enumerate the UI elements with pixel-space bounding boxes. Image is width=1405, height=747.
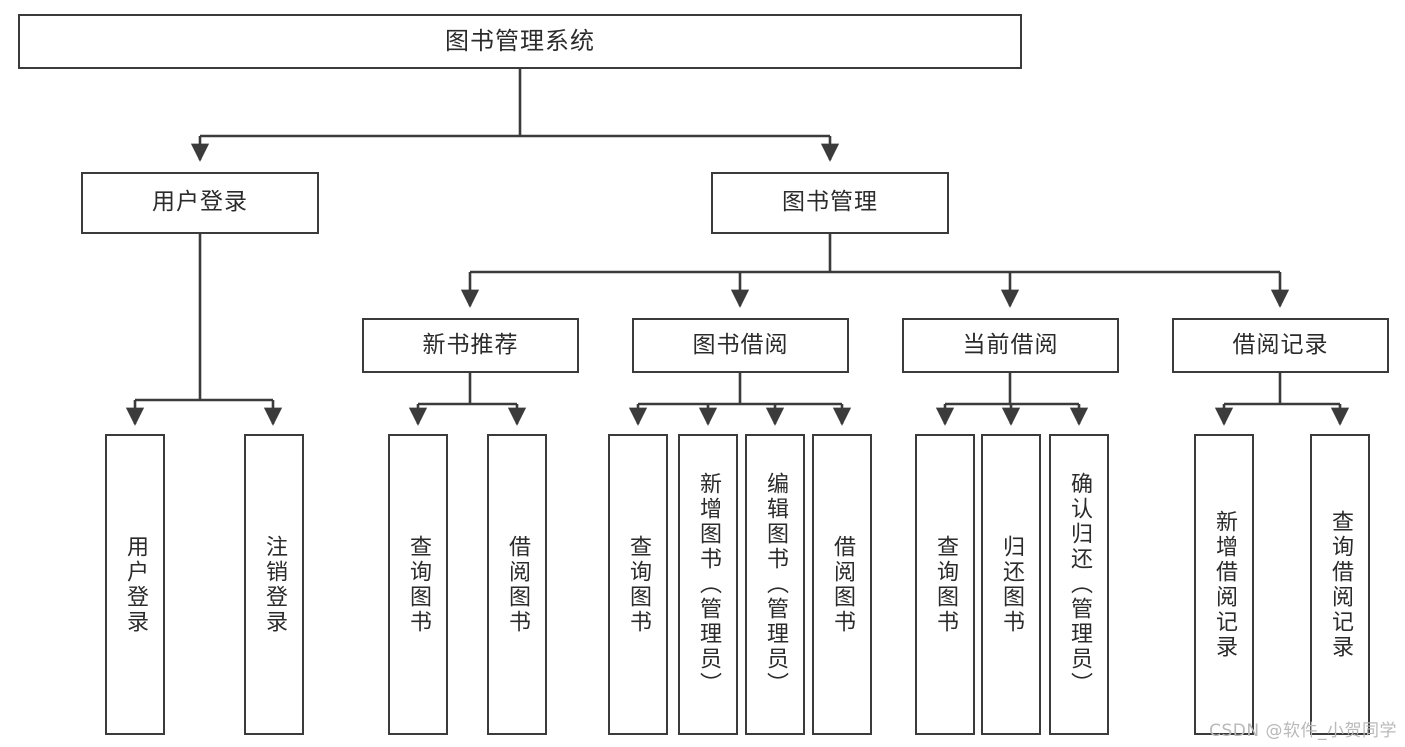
node-label: 编辑图书（管理员） (763, 472, 788, 697)
node-borrow-record[interactable]: 借阅记录 (1172, 318, 1389, 373)
node-label: 图书借阅 (692, 331, 789, 358)
node-label: 图书管理系统 (445, 27, 595, 56)
leaf-borrow-book[interactable]: 借阅图书 (812, 434, 872, 735)
node-label: 借阅图书 (505, 534, 530, 635)
node-label: 归还图书 (999, 534, 1024, 635)
node-label: 新增图书（管理员） (696, 472, 721, 697)
leaf-confirm-return-admin[interactable]: 确认归还（管理员） (1049, 434, 1109, 735)
watermark: CSDN @软件_小贺同学 (1209, 721, 1397, 741)
leaf-add-book-admin[interactable]: 新增图书（管理员） (678, 434, 738, 735)
leaf-user-login[interactable]: 用户登录 (105, 434, 165, 735)
node-label: 查询图书 (933, 534, 958, 635)
node-book-borrow[interactable]: 图书借阅 (632, 318, 849, 373)
node-user-login[interactable]: 用户登录 (81, 172, 319, 234)
node-label: 新书推荐 (422, 331, 519, 358)
leaf-query-book-recommendation[interactable]: 查询图书 (388, 434, 448, 735)
node-label: 查询借阅记录 (1328, 509, 1353, 660)
node-book-management[interactable]: 图书管理 (711, 172, 949, 234)
leaf-query-borrow-record[interactable]: 查询借阅记录 (1310, 434, 1370, 735)
leaf-borrow-book-recommendation[interactable]: 借阅图书 (487, 434, 547, 735)
node-label: 注销登录 (262, 534, 287, 635)
node-root[interactable]: 图书管理系统 (18, 14, 1022, 69)
node-label: 图书管理 (782, 189, 878, 216)
node-label: 查询图书 (406, 534, 431, 635)
node-label: 新增借阅记录 (1212, 509, 1237, 660)
node-label: 查询图书 (626, 534, 651, 635)
leaf-logout[interactable]: 注销登录 (244, 434, 304, 735)
leaf-query-book-borrow[interactable]: 查询图书 (608, 434, 668, 735)
node-label: 当前借阅 (962, 331, 1059, 358)
leaf-query-book-current[interactable]: 查询图书 (915, 434, 975, 735)
node-label: 确认归还（管理员） (1067, 472, 1092, 697)
leaf-return-book[interactable]: 归还图书 (981, 434, 1041, 735)
leaf-add-borrow-record[interactable]: 新增借阅记录 (1194, 434, 1254, 735)
node-label: 用户登录 (123, 534, 148, 635)
node-new-book-recommendation[interactable]: 新书推荐 (362, 318, 579, 373)
leaf-edit-book-admin[interactable]: 编辑图书（管理员） (745, 434, 805, 735)
node-label: 借阅记录 (1232, 331, 1329, 358)
node-label: 借阅图书 (830, 534, 855, 635)
node-label: 用户登录 (152, 189, 248, 216)
node-current-borrow[interactable]: 当前借阅 (902, 318, 1119, 373)
